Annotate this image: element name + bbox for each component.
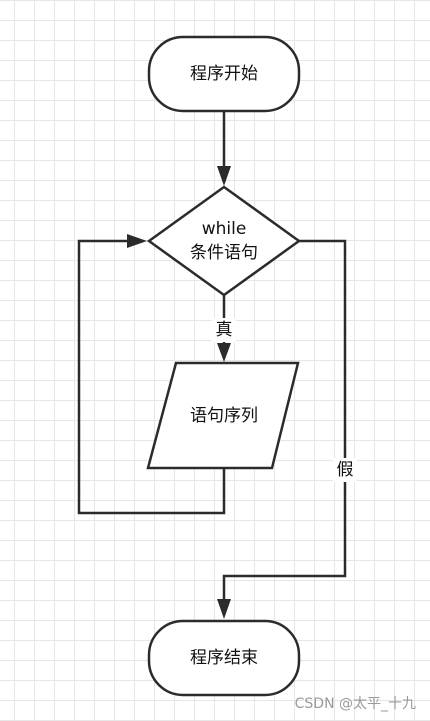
start-node-label: 程序开始 <box>190 64 258 84</box>
start-node: 程序开始 <box>147 35 301 113</box>
arrowhead <box>217 599 231 619</box>
edge-false: 假 <box>217 239 357 619</box>
false-edge-label: 假 <box>337 460 354 480</box>
edge-start-to-condition <box>217 111 231 186</box>
edge-loop-back <box>77 234 226 515</box>
end-node-label: 程序结束 <box>190 648 258 668</box>
end-node: 程序结束 <box>147 619 301 697</box>
body-node-label: 语句序列 <box>190 406 258 426</box>
edge-true: 真 <box>212 295 236 362</box>
arrowhead <box>217 343 231 362</box>
condition-text: 条件语句 <box>190 243 258 263</box>
watermark: CSDN @太平_十九 <box>294 696 416 712</box>
condition-node: while 条件语句 <box>146 185 302 297</box>
arrowhead <box>127 234 147 248</box>
body-node: 语句序列 <box>146 361 300 470</box>
arrowhead <box>217 166 231 186</box>
condition-keyword: while <box>202 219 247 239</box>
true-edge-label: 真 <box>216 320 233 340</box>
